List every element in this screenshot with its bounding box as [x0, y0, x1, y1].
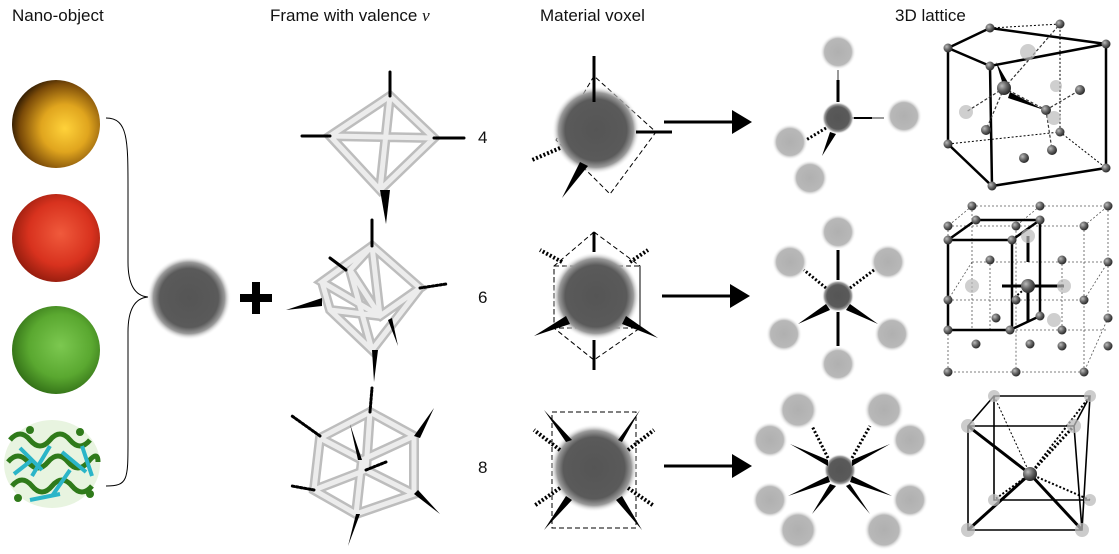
header-nano-object-label: Nano-object	[12, 6, 104, 25]
header-lattice: 3D lattice	[895, 6, 966, 26]
valence-8-label: 8	[478, 458, 488, 477]
valence-symbol: ν	[422, 6, 430, 25]
gold-nanoparticle	[12, 80, 100, 168]
octahedral-frame	[286, 218, 448, 382]
header-frame-label: Frame with valence	[270, 6, 418, 25]
header-nano-object: Nano-object	[12, 6, 104, 26]
voxel-core	[147, 256, 231, 340]
voxel-valence-6	[534, 231, 658, 370]
tetrahedral-frame	[300, 70, 466, 224]
plus-icon	[240, 282, 272, 314]
motif-valence-6	[766, 214, 910, 382]
lattice-simple-cubic	[943, 201, 1113, 377]
lattice-diamond	[943, 19, 1111, 191]
header-voxel: Material voxel	[540, 6, 645, 26]
nano-object-column	[4, 80, 149, 508]
header-lattice-label: 3D lattice	[895, 6, 966, 25]
red-nanoparticle	[12, 194, 100, 282]
grouping-brace	[105, 117, 149, 487]
motif-valence-4	[772, 34, 922, 196]
valence-4-label: 4	[478, 128, 488, 147]
header-frame: Frame with valence ν	[270, 6, 430, 26]
green-nanoparticle	[12, 306, 100, 394]
cubic-frame	[290, 386, 440, 546]
arrow-heads	[730, 110, 752, 478]
lattice-bcc	[961, 390, 1096, 537]
header-voxel-label: Material voxel	[540, 6, 645, 25]
voxel-valence-8	[532, 410, 656, 530]
valence-6-label: 6	[478, 288, 488, 307]
voxel-valence-4	[531, 56, 672, 198]
arrow-icon	[662, 118, 745, 470]
motif-valence-8	[752, 390, 928, 550]
protein-structure-icon	[4, 420, 101, 508]
